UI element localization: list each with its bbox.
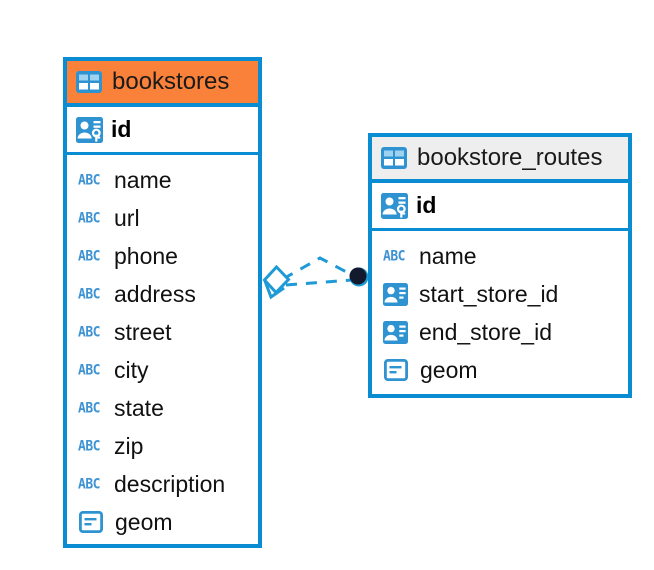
primary-key-label-bookstore-routes: id: [416, 192, 437, 218]
abc-text-icon: ABC: [78, 209, 100, 227]
field-label: state: [114, 394, 164, 421]
field-row-name[interactable]: ABC name: [67, 161, 258, 199]
abc-text-icon: ABC: [78, 171, 100, 189]
field-label: geom: [115, 508, 173, 535]
field-row-address[interactable]: ABC address: [67, 275, 258, 313]
primary-key-icon: [381, 192, 408, 219]
field-list-bookstores: ABC name ABC url ABC phone ABC address A…: [67, 155, 258, 541]
relationship-line-upper: [282, 256, 357, 281]
field-label: address: [114, 280, 196, 307]
entity-title-bookstores: bookstores: [112, 68, 230, 95]
field-row-name[interactable]: ABC name: [372, 237, 628, 275]
primary-key-row-bookstores[interactable]: id: [67, 107, 258, 155]
entity-table-bookstore-routes[interactable]: bookstore_routes id ABC name: [368, 133, 632, 398]
geometry-icon: [383, 359, 412, 381]
table-icon: [381, 147, 407, 169]
filled-dot-icon: [349, 267, 369, 287]
field-label: geom: [420, 356, 478, 383]
field-label: start_store_id: [419, 280, 559, 307]
abc-text-icon: ABC: [78, 399, 100, 417]
abc-text-icon: ABC: [78, 285, 100, 303]
entity-table-bookstores[interactable]: bookstores id ABC name: [63, 57, 262, 548]
field-label: url: [114, 204, 140, 231]
diamond-outline-icon: [262, 264, 291, 300]
field-row-description[interactable]: ABC description: [67, 465, 258, 503]
abc-text-icon: ABC: [383, 247, 405, 265]
field-row-city[interactable]: ABC city: [67, 351, 258, 389]
field-row-street[interactable]: ABC street: [67, 313, 258, 351]
primary-key-label-bookstores: id: [111, 116, 132, 142]
field-row-geom[interactable]: geom: [67, 503, 258, 541]
field-row-url[interactable]: ABC url: [67, 199, 258, 237]
field-label: zip: [114, 432, 144, 459]
field-label: street: [114, 318, 172, 345]
field-row-state[interactable]: ABC state: [67, 389, 258, 427]
field-label: end_store_id: [419, 318, 552, 345]
field-label: phone: [114, 242, 178, 269]
entity-header-bookstores[interactable]: bookstores: [67, 61, 258, 107]
table-icon: [76, 71, 102, 93]
field-label: description: [114, 470, 226, 497]
entity-title-bookstore-routes: bookstore_routes: [417, 144, 603, 171]
field-row-phone[interactable]: ABC phone: [67, 237, 258, 275]
field-row-geom[interactable]: geom: [372, 351, 628, 389]
abc-text-icon: ABC: [78, 247, 100, 265]
field-row-start-store-id[interactable]: start_store_id: [372, 275, 628, 313]
field-label: name: [114, 166, 172, 193]
abc-text-icon: ABC: [78, 475, 100, 493]
field-label: name: [419, 242, 477, 269]
field-row-end-store-id[interactable]: end_store_id: [372, 313, 628, 351]
field-label: city: [114, 356, 149, 383]
entity-header-bookstore-routes[interactable]: bookstore_routes: [372, 137, 628, 183]
field-list-bookstore-routes: ABC name start_store_id: [372, 231, 628, 389]
abc-text-icon: ABC: [78, 361, 100, 379]
foreign-key-icon: [383, 320, 411, 344]
primary-key-icon: [76, 116, 103, 143]
relationship-line-lower: [285, 278, 353, 287]
geometry-icon: [78, 511, 107, 533]
primary-key-row-bookstore-routes[interactable]: id: [372, 183, 628, 231]
abc-text-icon: ABC: [78, 437, 100, 455]
field-row-zip[interactable]: ABC zip: [67, 427, 258, 465]
abc-text-icon: ABC: [78, 323, 100, 341]
foreign-key-icon: [383, 282, 411, 306]
